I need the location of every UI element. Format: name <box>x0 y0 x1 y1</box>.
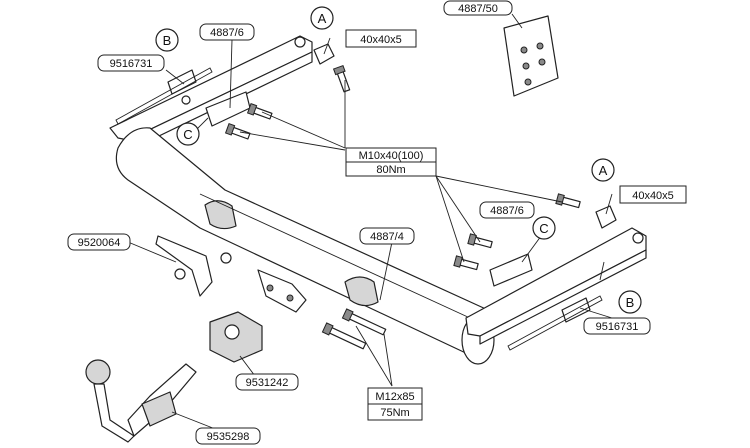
svg-text:40x40x5: 40x40x5 <box>632 190 674 202</box>
label-m10-bolt: M10x40(100) 80Nm <box>345 147 437 177</box>
svg-text:9516731: 9516731 <box>596 321 639 333</box>
callout-b-left: B <box>155 28 179 52</box>
plate-hole <box>266 284 274 292</box>
callout-c-right: C <box>532 216 556 240</box>
svg-text:4887/6: 4887/6 <box>210 27 244 39</box>
strip-left <box>115 67 213 125</box>
svg-text:4887/6: 4887/6 <box>490 205 524 217</box>
label-4887-50: 4887/50 <box>443 0 513 16</box>
svg-text:40x40x5: 40x40x5 <box>360 34 402 46</box>
svg-text:9520064: 9520064 <box>78 237 121 249</box>
tow-ball <box>85 359 197 443</box>
strip-right <box>507 295 603 351</box>
socket-holder <box>209 311 263 363</box>
svg-text:9535298: 9535298 <box>207 431 250 443</box>
svg-text:4887/4: 4887/4 <box>370 231 404 243</box>
label-4887-6-left: 4887/6 <box>199 23 255 41</box>
callout-a-top: A <box>310 6 334 30</box>
ball-mount-plate <box>257 269 307 313</box>
svg-text:B: B <box>163 33 172 48</box>
spacer-plate-right <box>595 205 617 229</box>
svg-text:80Nm: 80Nm <box>376 164 405 176</box>
callout-a-right: A <box>591 158 615 182</box>
label-m12-bolt: M12x85 75Nm <box>367 387 423 421</box>
label-4887-4: 4887/4 <box>359 227 415 245</box>
left-side-bracket <box>109 35 313 151</box>
label-9531242: 9531242 <box>235 373 299 391</box>
svg-text:A: A <box>318 11 327 26</box>
label-9520064: 9520064 <box>67 233 131 251</box>
callout-b-right: B <box>618 290 642 314</box>
svg-text:9516731: 9516731 <box>110 58 153 70</box>
svg-text:B: B <box>626 295 635 310</box>
clamp-plate-right <box>489 253 533 287</box>
label-40x40x5-top: 40x40x5 <box>345 29 417 48</box>
bolt-leaders <box>239 80 563 387</box>
svg-text:C: C <box>183 127 192 142</box>
callout-c-left: C <box>176 122 200 146</box>
svg-text:C: C <box>539 221 548 236</box>
svg-text:4887/50: 4887/50 <box>458 3 498 15</box>
label-40x40x5-right: 40x40x5 <box>619 185 687 204</box>
svg-text:9531242: 9531242 <box>246 377 289 389</box>
bolts-m12 <box>321 308 387 350</box>
label-9516731-right: 9516731 <box>583 317 651 335</box>
label-9535298: 9535298 <box>195 427 261 445</box>
svg-text:M12x85: M12x85 <box>375 391 414 403</box>
svg-text:75Nm: 75Nm <box>380 407 409 419</box>
right-side-bracket <box>465 227 647 345</box>
small-bracket-right <box>561 297 591 323</box>
label-leaders <box>127 13 613 435</box>
plate-hole <box>286 294 294 302</box>
electrical-bracket <box>155 235 232 297</box>
svg-text:A: A <box>599 163 608 178</box>
label-4887-6-right: 4887/6 <box>479 201 535 219</box>
inset-module <box>503 15 559 97</box>
svg-text:M10x40(100): M10x40(100) <box>359 150 424 162</box>
label-9516731-left: 9516731 <box>97 54 165 72</box>
